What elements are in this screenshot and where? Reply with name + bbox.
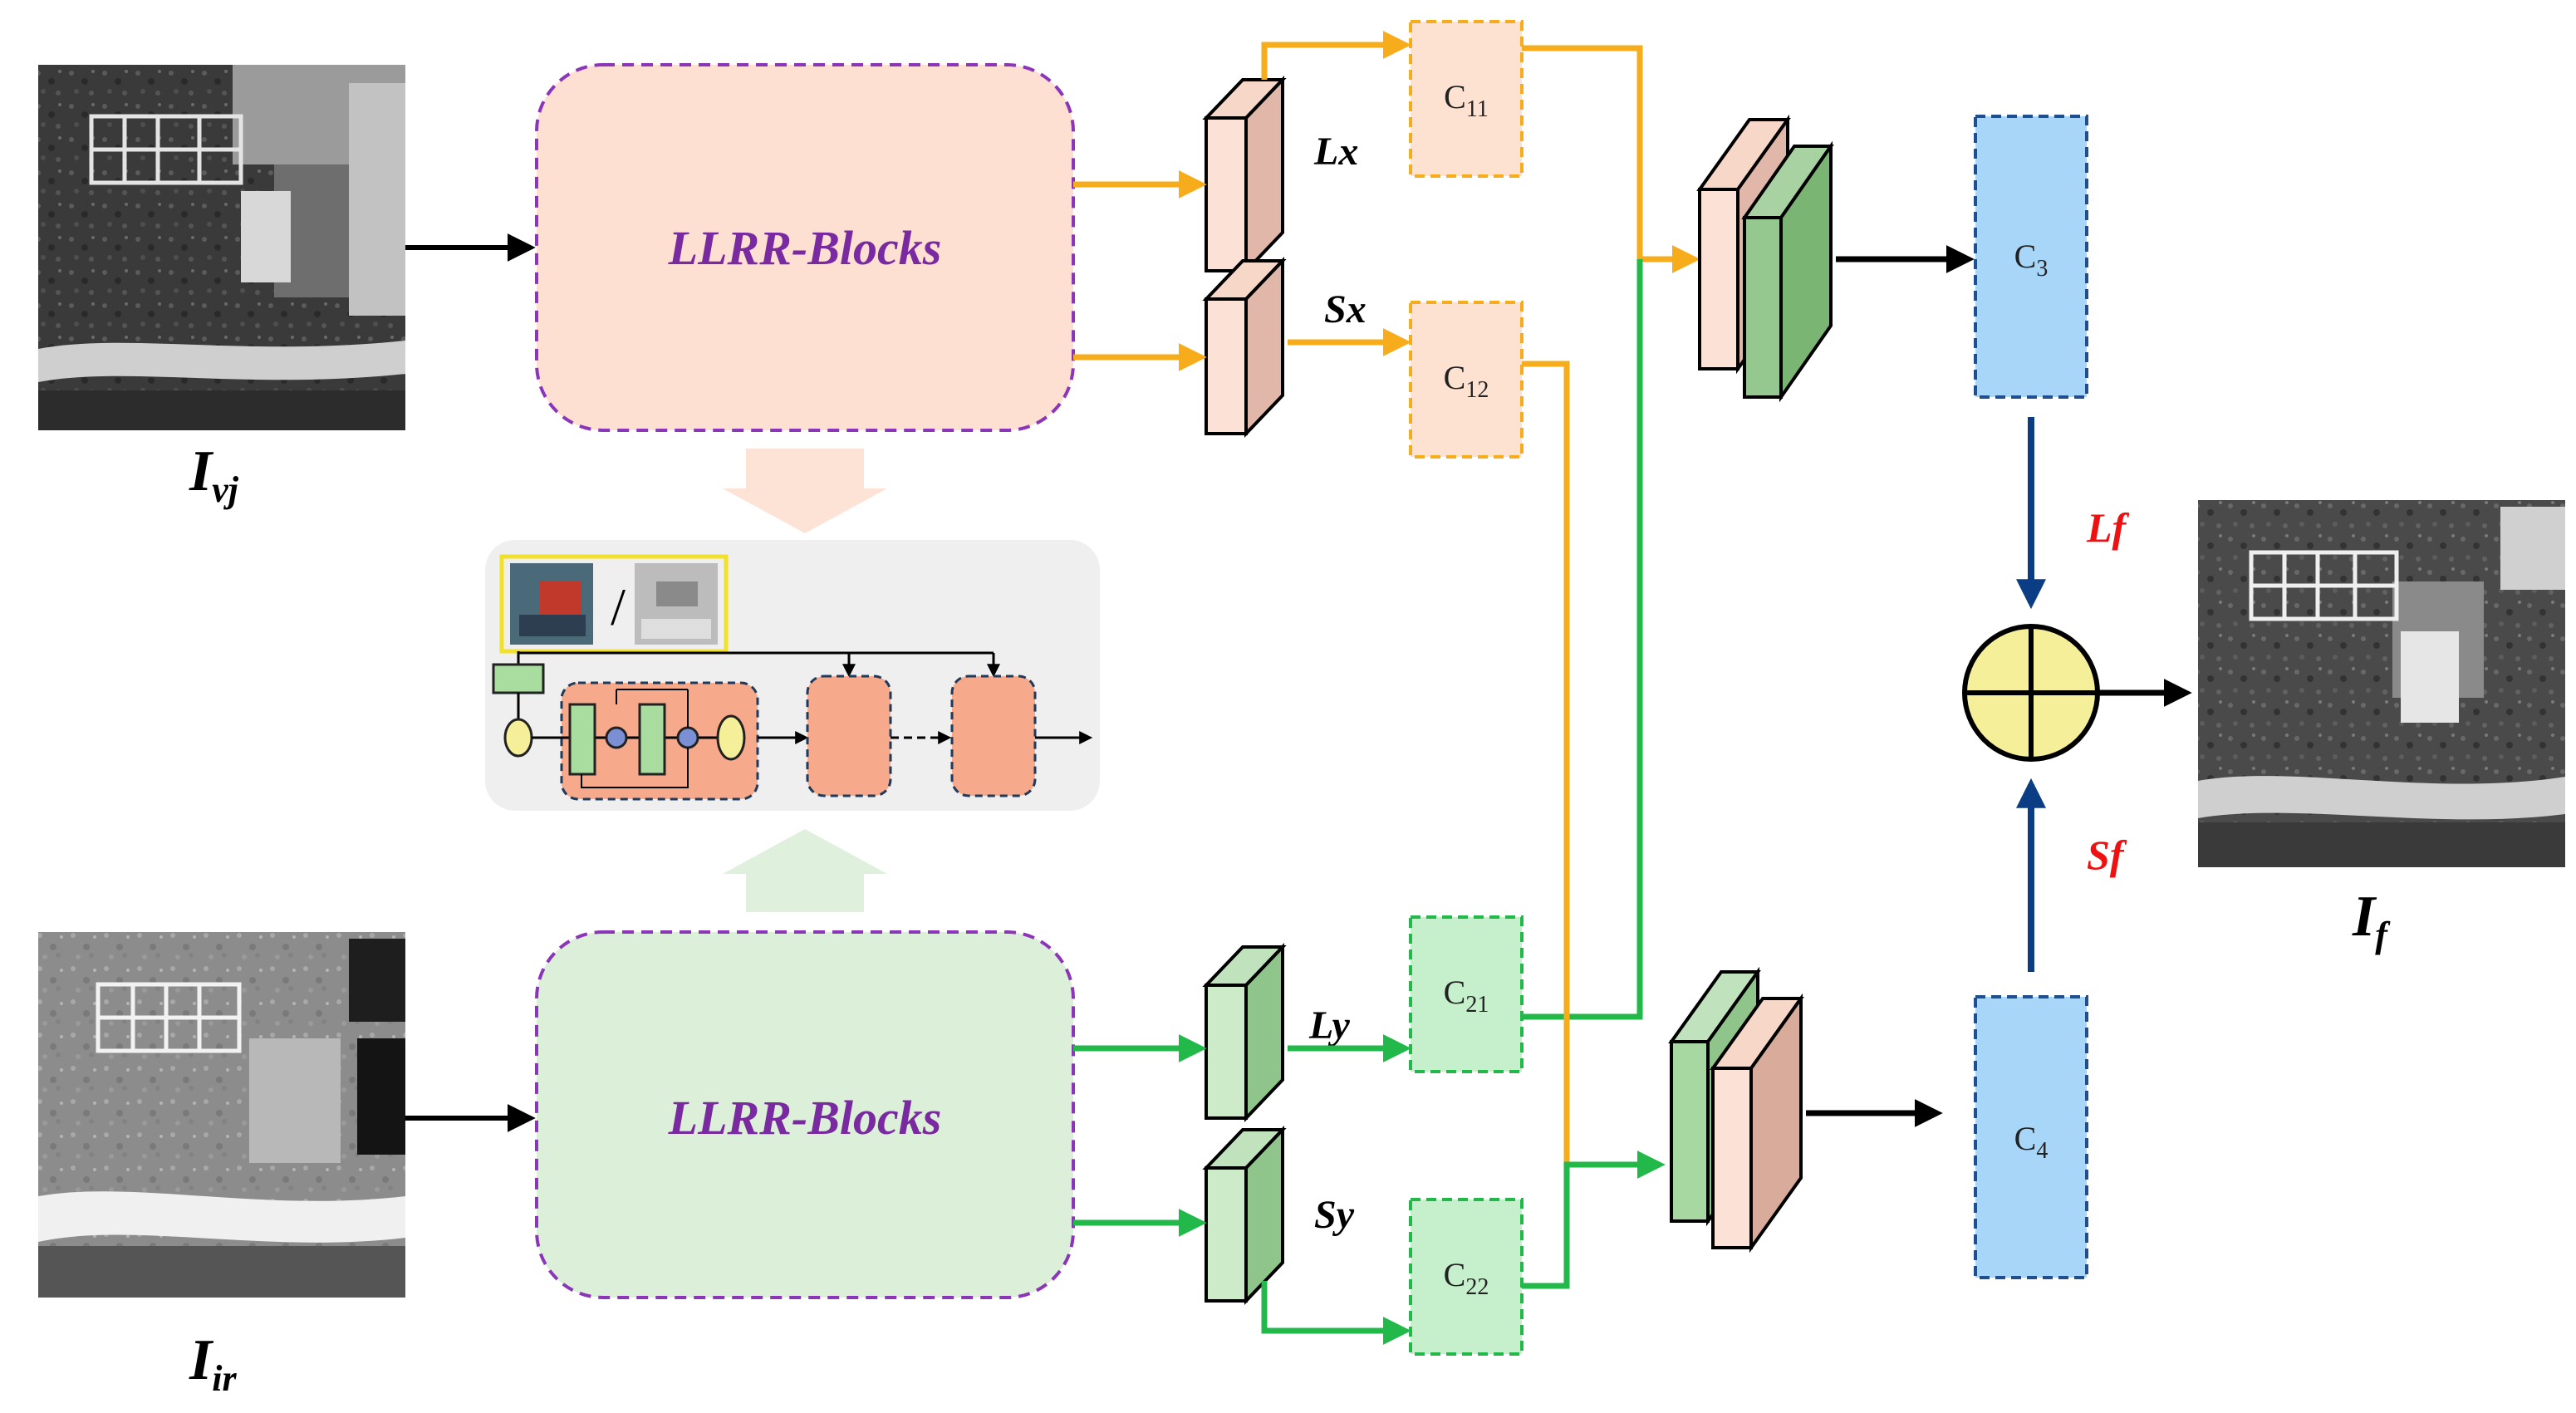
feature-tile-sy	[1202, 1126, 1287, 1305]
label-lf: Lf	[2086, 504, 2130, 551]
conv-c4: C4	[1974, 995, 2088, 1279]
top-llrr-block: LLRR-Blocks	[535, 63, 1075, 432]
feature-tile-sx	[1202, 257, 1287, 438]
c11-to-concat-top	[1522, 45, 1700, 273]
bottom-llrr-block: LLRR-Blocks	[535, 930, 1075, 1299]
label-sf: Sf	[2087, 832, 2127, 878]
sy-to-c22-arrow	[1261, 1281, 1411, 1345]
c22-to-concat-bottom	[1522, 1151, 1666, 1289]
infrared-input-image	[38, 932, 405, 1298]
label-ly: Ly	[1308, 1003, 1351, 1047]
visible-input-image	[38, 65, 405, 430]
bottom-block-label: LLRR-Blocks	[668, 1091, 942, 1145]
label-lx: Lx	[1313, 130, 1358, 174]
fused-output-image	[2198, 500, 2565, 867]
block-detail-inset: /	[485, 540, 1100, 811]
label-sy: Sy	[1314, 1193, 1355, 1237]
conv-c11: C11	[1409, 20, 1524, 178]
svg-text:C12: C12	[1444, 359, 1489, 403]
feature-tile-lx	[1202, 76, 1287, 275]
concat-tiles-top	[1696, 114, 1834, 403]
feature-tile-ly	[1202, 943, 1287, 1122]
infrared-image-label: Iir	[189, 1328, 237, 1399]
c21-to-concat-top	[1522, 259, 1643, 1020]
bottom-expand-arrow	[723, 829, 887, 912]
conv-c21: C21	[1409, 915, 1524, 1073]
label-sx: Sx	[1324, 287, 1367, 331]
visible-image-label: Ivj	[189, 439, 239, 510]
svg-text:C3: C3	[2014, 238, 2049, 282]
svg-text:C22: C22	[1444, 1256, 1489, 1300]
top-expand-arrow	[723, 449, 887, 533]
svg-text:C4: C4	[2014, 1120, 2049, 1164]
concat-tiles-bottom	[1668, 966, 1804, 1254]
svg-text:C11: C11	[1444, 78, 1489, 122]
top-block-label: LLRR-Blocks	[668, 221, 942, 275]
conv-c22: C22	[1409, 1198, 1524, 1356]
conv-c12: C12	[1409, 301, 1524, 459]
fused-image-label: If	[2352, 885, 2391, 955]
inset-separator: /	[611, 577, 626, 636]
fusion-add-icon	[1962, 624, 2100, 762]
c12-to-concat-bottom	[1522, 361, 1570, 1165]
conv-c3: C3	[1974, 115, 2088, 399]
lx-to-c11-arrow	[1261, 31, 1411, 80]
svg-text:C21: C21	[1444, 974, 1489, 1018]
